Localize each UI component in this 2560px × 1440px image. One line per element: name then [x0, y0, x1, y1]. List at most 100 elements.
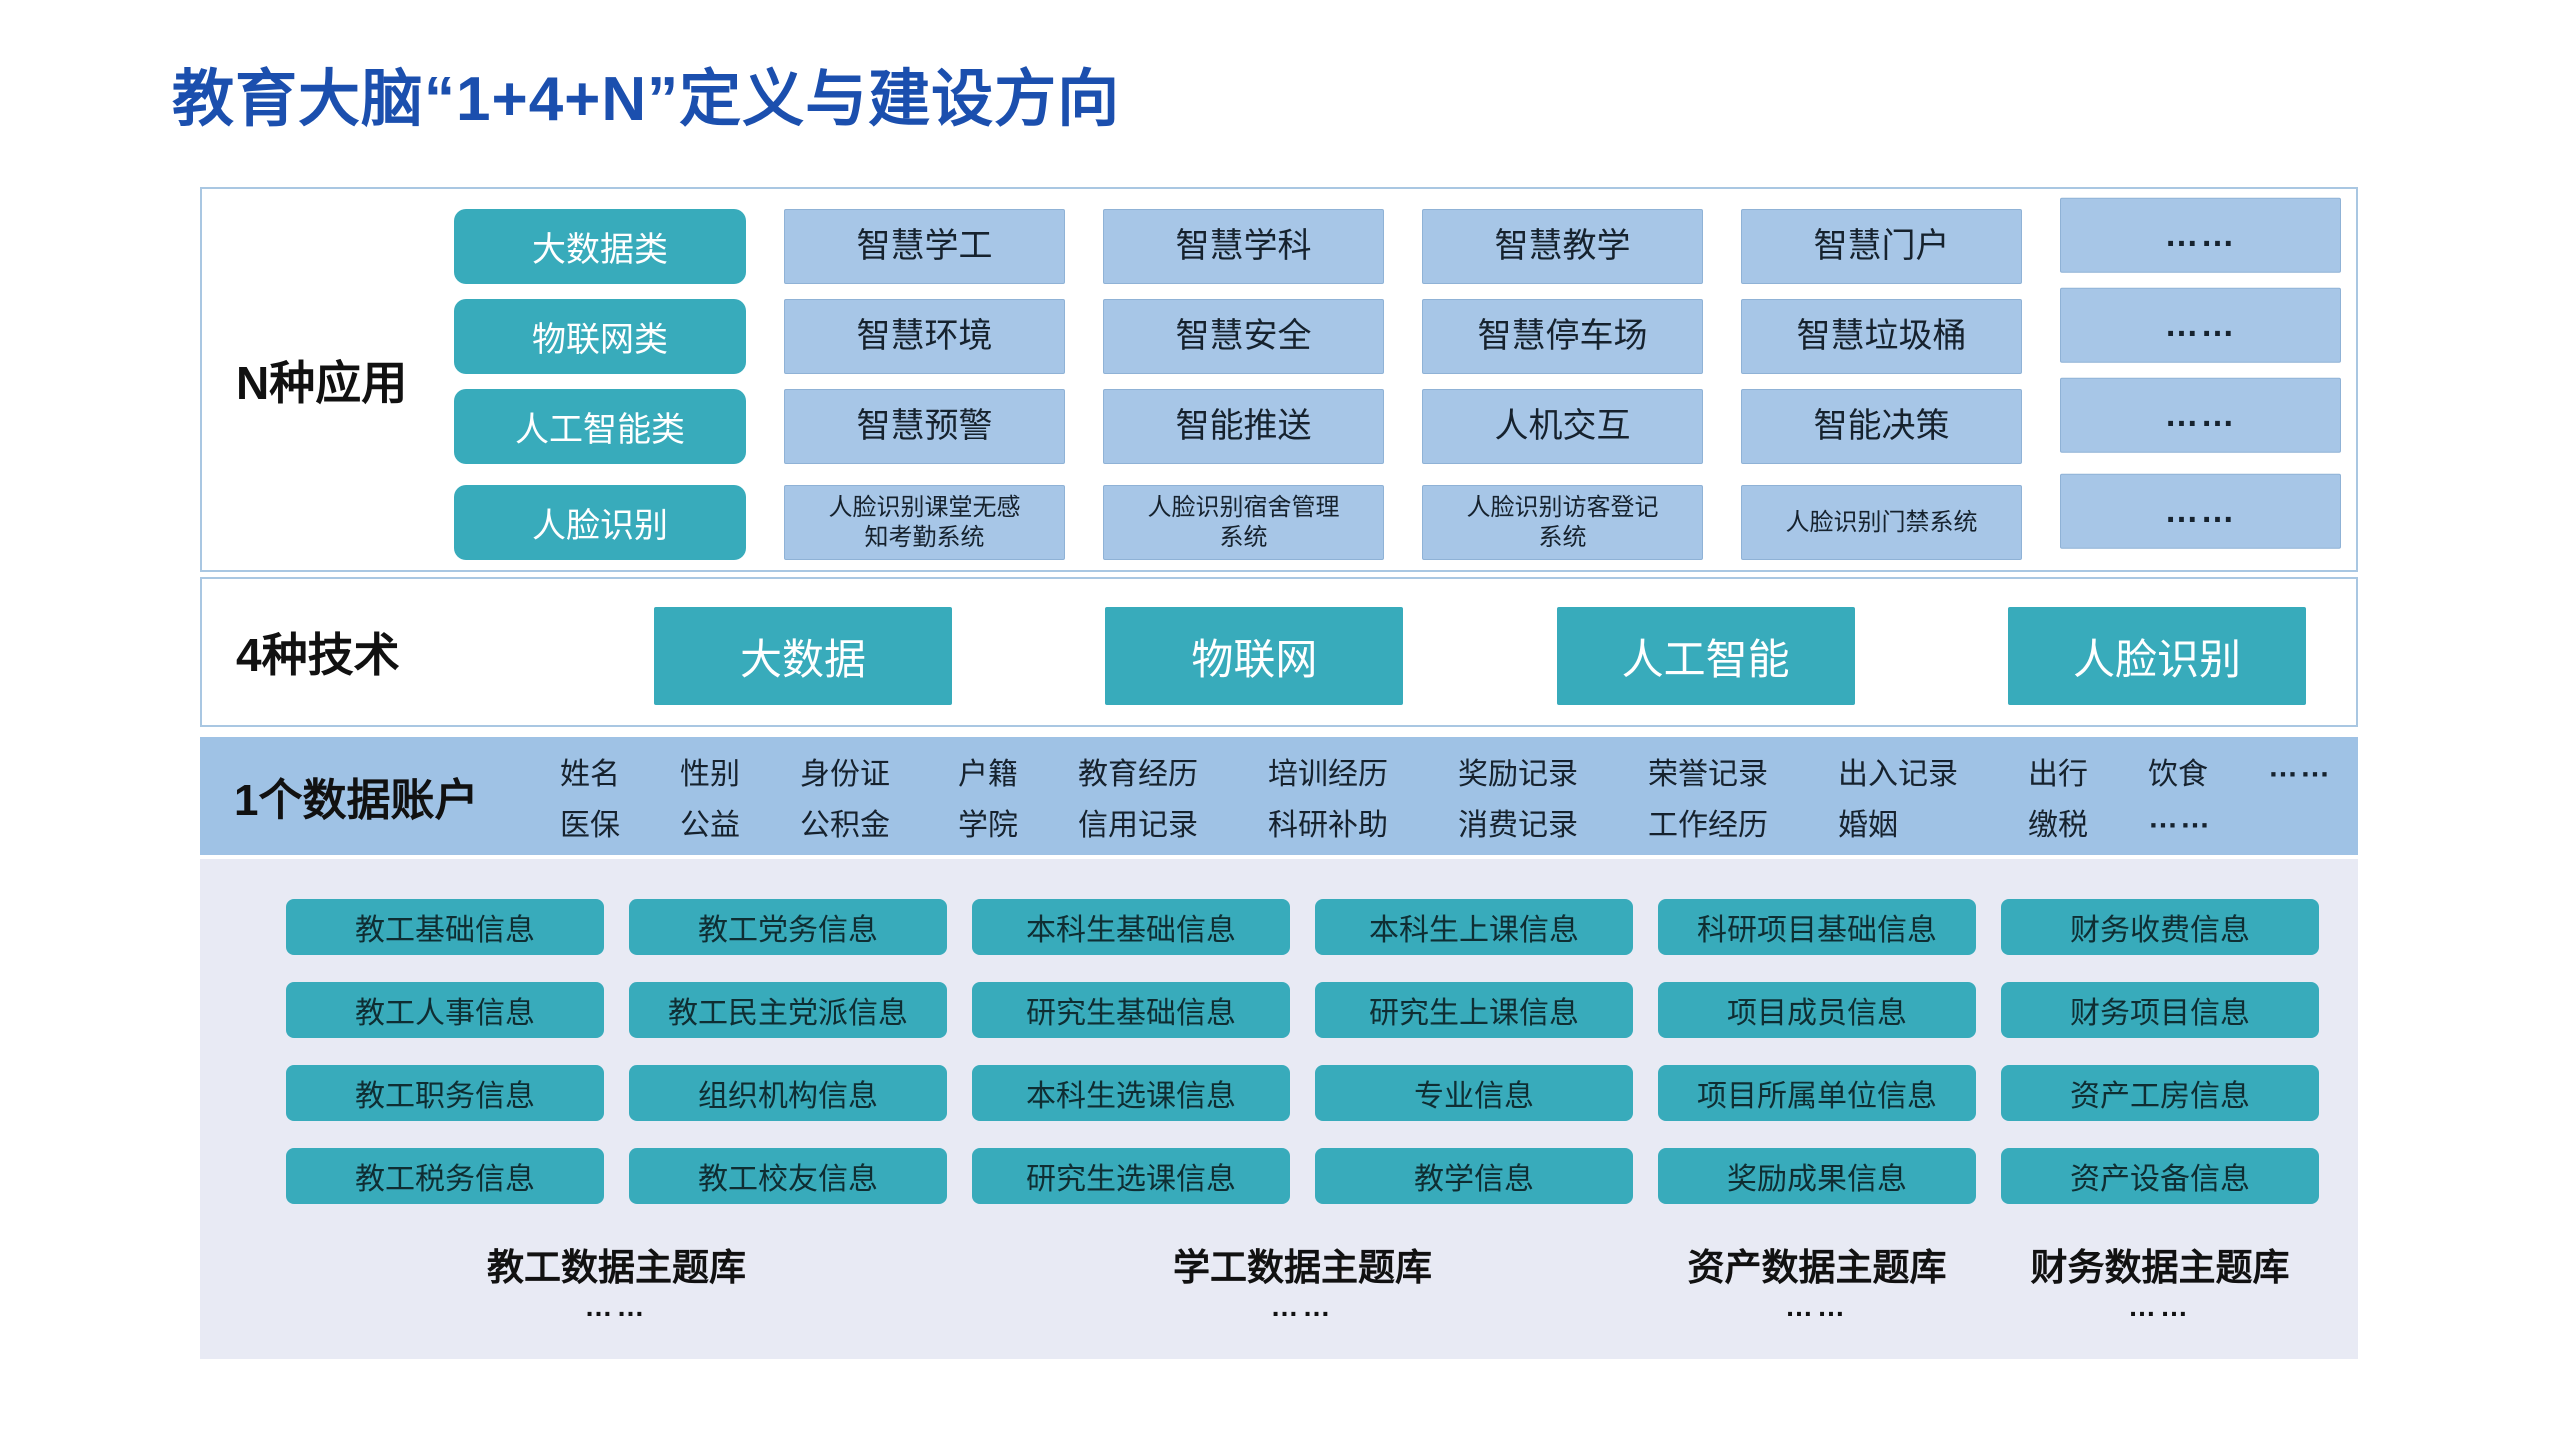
account-item: 婚姻 — [1838, 808, 1898, 842]
account-item: 缴税 — [2028, 808, 2088, 842]
tech-box-bigdata: 大数据 — [654, 607, 952, 705]
theme-info-box: 本科生基础信息 — [972, 899, 1290, 955]
theme-library-labels: 教工数据主题库 …… 学工数据主题库 …… 资产数据主题库 …… 财务数据主题库… — [286, 1237, 2319, 1323]
theme-info-box: 项目所属单位信息 — [1658, 1065, 1976, 1121]
theme-info-box: 教工民主党派信息 — [629, 982, 947, 1038]
account-item: 饮食 — [2148, 757, 2208, 791]
app-item-ellipsis: …… — [2060, 473, 2341, 549]
account-item: 消费记录 — [1458, 808, 1578, 842]
data-account-items: 姓名 性别 身份证 户籍 教育经历 培训经历 奖励记录 荣誉记录 出入记录 出行… — [560, 745, 2342, 847]
theme-info-box: 资产设备信息 — [2001, 1148, 2319, 1204]
theme-info-box: 专业信息 — [1315, 1065, 1633, 1121]
app-item-box: 智慧教学 — [1422, 209, 1703, 284]
data-account-label: 1个数据账户 — [234, 776, 479, 825]
section-data-account: 1个数据账户 姓名 性别 身份证 户籍 教育经历 培训经历 奖励记录 荣誉记录 … — [200, 737, 2358, 855]
app-category-box: 人脸识别 — [454, 485, 746, 560]
theme-info-box: 教工税务信息 — [286, 1148, 604, 1204]
theme-info-grid: 教工基础信息 教工党务信息 本科生基础信息 本科生上课信息 科研项目基础信息 财… — [286, 899, 2319, 1204]
technologies-label: 4种技术 — [236, 629, 400, 681]
tech-box-face: 人脸识别 — [2007, 607, 2306, 705]
account-item: 学院 — [958, 808, 1018, 842]
theme-info-box: 财务收费信息 — [2001, 899, 2319, 955]
account-item: 科研补助 — [1268, 808, 1388, 842]
account-item: 性别 — [680, 757, 740, 791]
theme-info-box: 研究生上课信息 — [1315, 982, 1633, 1038]
applications-grid: 大数据类 智慧学工 智慧学科 智慧教学 智慧门户 …… 物联网类 智慧环境 智慧… — [454, 197, 2341, 560]
tech-box-iot: 物联网 — [1105, 607, 1404, 705]
app-item-box: 智慧垃圾桶 — [1741, 299, 2022, 374]
account-item: 信用记录 — [1078, 808, 1198, 842]
theme-library-name: 教工数据主题库 — [487, 1247, 746, 1288]
app-row-iot: 物联网类 智慧环境 智慧安全 智慧停车场 智慧垃圾桶 …… — [454, 287, 2341, 374]
app-item-box: 智慧门户 — [1741, 209, 2022, 284]
app-item-ellipsis: …… — [2060, 377, 2341, 453]
app-item-ellipsis: …… — [2060, 287, 2341, 363]
account-item: 医保 — [560, 808, 620, 842]
theme-info-box: 教学信息 — [1315, 1148, 1633, 1204]
app-item-box: 智慧安全 — [1103, 299, 1384, 374]
account-item: 户籍 — [958, 757, 1018, 791]
technologies-row: 大数据 物联网 人工智能 人脸识别 — [654, 607, 2306, 705]
theme-info-box: 奖励成果信息 — [1658, 1148, 1976, 1204]
theme-info-box: 项目成员信息 — [1658, 982, 1976, 1038]
theme-info-box: 财务项目信息 — [2001, 982, 2319, 1038]
theme-library-students: 学工数据主题库 …… — [972, 1237, 1633, 1323]
app-category-box: 大数据类 — [454, 209, 746, 284]
app-item-box: 智慧学工 — [784, 209, 1065, 284]
theme-info-box: 教工基础信息 — [286, 899, 604, 955]
app-item-box: 人脸识别门禁系统 — [1741, 485, 2022, 560]
app-item-box: 智能推送 — [1103, 389, 1384, 464]
theme-library-finance: 财务数据主题库 …… — [2001, 1237, 2319, 1323]
app-item-box: 智慧预警 — [784, 389, 1065, 464]
theme-info-box: 教工人事信息 — [286, 982, 604, 1038]
app-item-box: 人脸识别访客登记系统 — [1422, 485, 1703, 560]
theme-info-box: 资产工房信息 — [2001, 1065, 2319, 1121]
app-item-box: 智慧学科 — [1103, 209, 1384, 284]
theme-info-box: 研究生选课信息 — [972, 1148, 1290, 1204]
app-category-box: 人工智能类 — [454, 389, 746, 464]
page-title: 教育大脑“1+4+N”定义与建设方向 — [172, 65, 1121, 134]
tech-box-ai: 人工智能 — [1556, 607, 1855, 705]
account-item: 工作经历 — [1648, 808, 1768, 842]
account-item: 身份证 — [800, 757, 890, 791]
theme-info-box: 研究生基础信息 — [972, 982, 1290, 1038]
app-row-bigdata: 大数据类 智慧学工 智慧学科 智慧教学 智慧门户 …… — [454, 197, 2341, 284]
app-item-box: 人脸识别宿舍管理系统 — [1103, 485, 1384, 560]
theme-info-box: 科研项目基础信息 — [1658, 899, 1976, 955]
theme-library-name: 财务数据主题库 — [2030, 1247, 2290, 1288]
app-row-face: 人脸识别 人脸识别课堂无感知考勤系统 人脸识别宿舍管理系统 人脸识别访客登记系统… — [454, 473, 2341, 560]
section-4-technologies: 4种技术 大数据 物联网 人工智能 人脸识别 — [200, 577, 2358, 727]
theme-library-assets: 资产数据主题库 …… — [1658, 1237, 1976, 1323]
app-item-box: 人脸识别课堂无感知考勤系统 — [784, 485, 1065, 560]
account-item: 公积金 — [800, 808, 890, 842]
n-applications-label: N种应用 — [236, 356, 408, 409]
theme-info-box: 教工职务信息 — [286, 1065, 604, 1121]
account-item-ellipsis: …… — [2148, 801, 2212, 835]
section-theme-libraries: 教工基础信息 教工党务信息 本科生基础信息 本科生上课信息 科研项目基础信息 财… — [200, 859, 2358, 1359]
account-item: 教育经历 — [1078, 757, 1198, 791]
account-item: 奖励记录 — [1458, 757, 1578, 791]
theme-library-ellipsis: …… — [1785, 1291, 1849, 1322]
theme-library-name: 学工数据主题库 — [1173, 1247, 1432, 1288]
theme-info-box: 组织机构信息 — [629, 1065, 947, 1121]
account-item: 出入记录 — [1838, 757, 1958, 791]
app-row-ai: 人工智能类 智慧预警 智能推送 人机交互 智能决策 …… — [454, 377, 2341, 464]
app-item-box: 智慧环境 — [784, 299, 1065, 374]
theme-info-box: 本科生上课信息 — [1315, 899, 1633, 955]
app-category-box: 物联网类 — [454, 299, 746, 374]
app-item-box: 人机交互 — [1422, 389, 1703, 464]
account-item: 公益 — [680, 808, 740, 842]
theme-library-ellipsis: …… — [1270, 1291, 1335, 1322]
theme-info-box: 本科生选课信息 — [972, 1065, 1290, 1121]
section-n-applications: N种应用 大数据类 智慧学工 智慧学科 智慧教学 智慧门户 …… 物联网类 智慧… — [200, 187, 2358, 572]
theme-library-name: 资产数据主题库 — [1687, 1247, 1947, 1288]
account-item: 姓名 — [560, 757, 620, 791]
theme-library-ellipsis: …… — [2128, 1291, 2192, 1322]
theme-library-ellipsis: …… — [584, 1291, 649, 1322]
theme-info-box: 教工校友信息 — [629, 1148, 947, 1204]
app-item-ellipsis: …… — [2060, 197, 2341, 273]
account-item: 荣誉记录 — [1648, 757, 1768, 791]
account-item: 培训经历 — [1268, 757, 1388, 791]
theme-library-staff: 教工数据主题库 …… — [286, 1237, 947, 1323]
